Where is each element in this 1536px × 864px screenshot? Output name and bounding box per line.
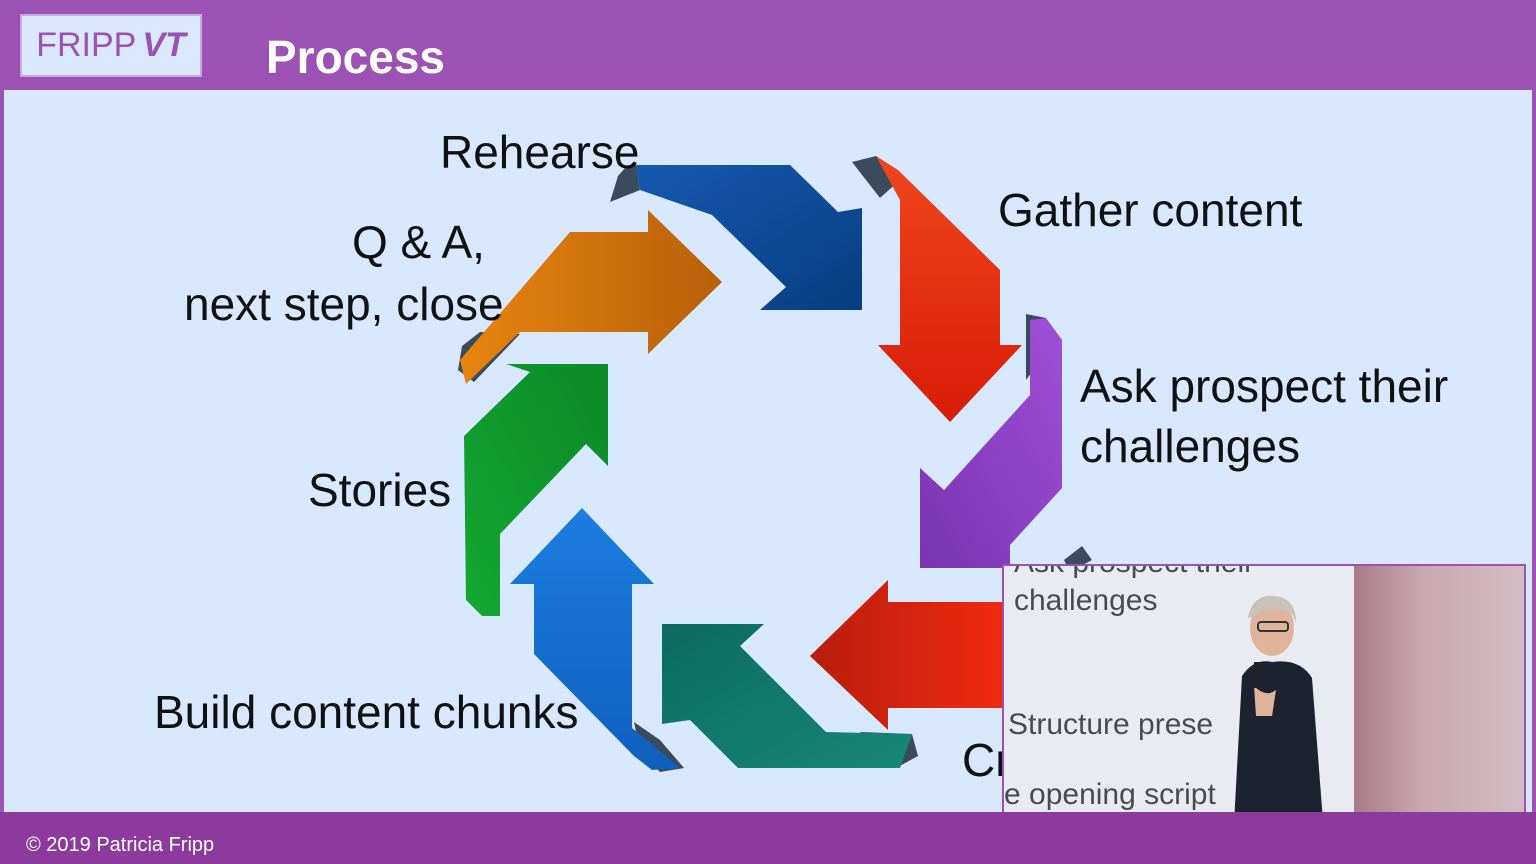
slide-header: FRIPP VT Process	[4, 4, 1532, 88]
video-screen-text-line2: Structure prese	[1008, 708, 1214, 741]
speaker-video-overlay[interactable]: Ask prospect their challenges Structure …	[1002, 564, 1526, 858]
step-label-ask-prospect-line1: Ask prospect their	[1080, 360, 1449, 412]
step-label-gather-content: Gather content	[998, 184, 1303, 236]
arrow-build-content-chunks	[510, 508, 684, 772]
arrow-teal	[662, 624, 918, 768]
logo-accent: VT	[142, 26, 186, 64]
step-label-ask-prospect-line2: challenges	[1080, 420, 1300, 472]
logo-text: FRIPP	[36, 26, 137, 64]
video-screen-text-line3: e opening script	[1004, 778, 1216, 811]
step-label-qa-line2: next step, close	[184, 278, 504, 330]
arrow-gather-content	[852, 156, 1022, 422]
step-label-build-content-chunks: Build content chunks	[154, 686, 579, 738]
arrow-ask-prospect	[920, 314, 1062, 568]
step-label-stories: Stories	[308, 464, 452, 516]
fripp-vt-logo: FRIPP VT	[20, 14, 202, 77]
arrow-rehearse	[610, 164, 862, 310]
video-screen-text-top: Ask prospect their	[1014, 566, 1254, 580]
arrow-stories	[464, 364, 608, 616]
copyright-text: © 2019 Patricia Fripp	[26, 834, 215, 856]
step-label-qa-line1: Q & A,	[352, 216, 485, 268]
video-screen-text-line1: challenges	[1014, 584, 1158, 617]
video-room-background	[1354, 566, 1524, 856]
slide-title: Process	[266, 31, 446, 83]
speaker-figure	[1232, 595, 1326, 856]
step-label-rehearse: Rehearse	[440, 126, 640, 178]
slide-footer	[0, 812, 1536, 864]
arrow-qa-next-step-close	[458, 210, 722, 384]
arrow-cr	[810, 580, 1004, 730]
